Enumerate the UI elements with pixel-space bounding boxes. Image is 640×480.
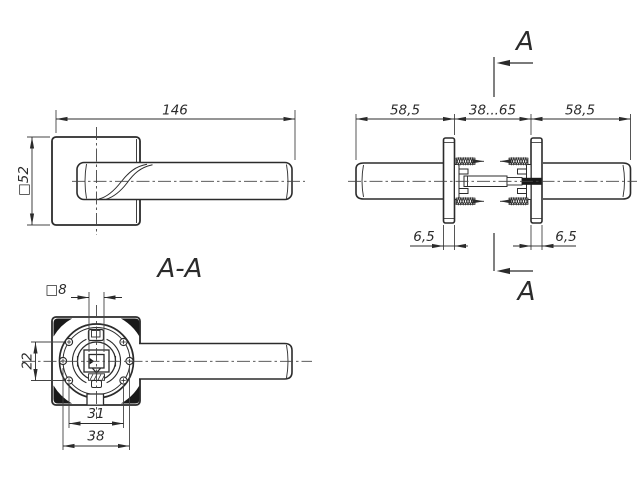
screw-bottom-left [455,196,476,206]
dim-hole-spacing-outer-label: 38 [87,429,104,445]
section-aa-view: A-A [20,254,312,450]
rose-left-section [442,137,456,224]
dim-vertical-spacing-label: 22 [20,352,36,369]
dim-door-thickness-label: 38...65 [469,103,516,119]
dim-rose-size-label: □52 [16,166,32,196]
section-title: A-A [156,254,203,284]
side-section-view: 58,5 38...65 58,5 6,5 6,5 A A [348,27,637,307]
dim-rose-left-label: 6,5 [413,229,434,245]
section-label-top: A [514,27,534,57]
section-arrow-bottom [496,267,510,275]
front-view: 146 □52 [16,103,305,235]
section-label-bottom: A [516,277,536,307]
dim-left-offset-label: 58,5 [390,103,420,119]
dim-right-offset-label: 58,5 [565,103,595,119]
screw-top-left [455,156,476,166]
section-arrow-top [496,59,510,67]
dim-rose-right-label: 6,5 [555,229,576,245]
screw-top-right [508,156,529,166]
screw-bottom-right [508,196,529,206]
dim-spindle-label: □8 [45,282,66,298]
dim-length-label: 146 [162,103,188,119]
dim-hole-spacing-inner-label: 31 [87,406,104,422]
